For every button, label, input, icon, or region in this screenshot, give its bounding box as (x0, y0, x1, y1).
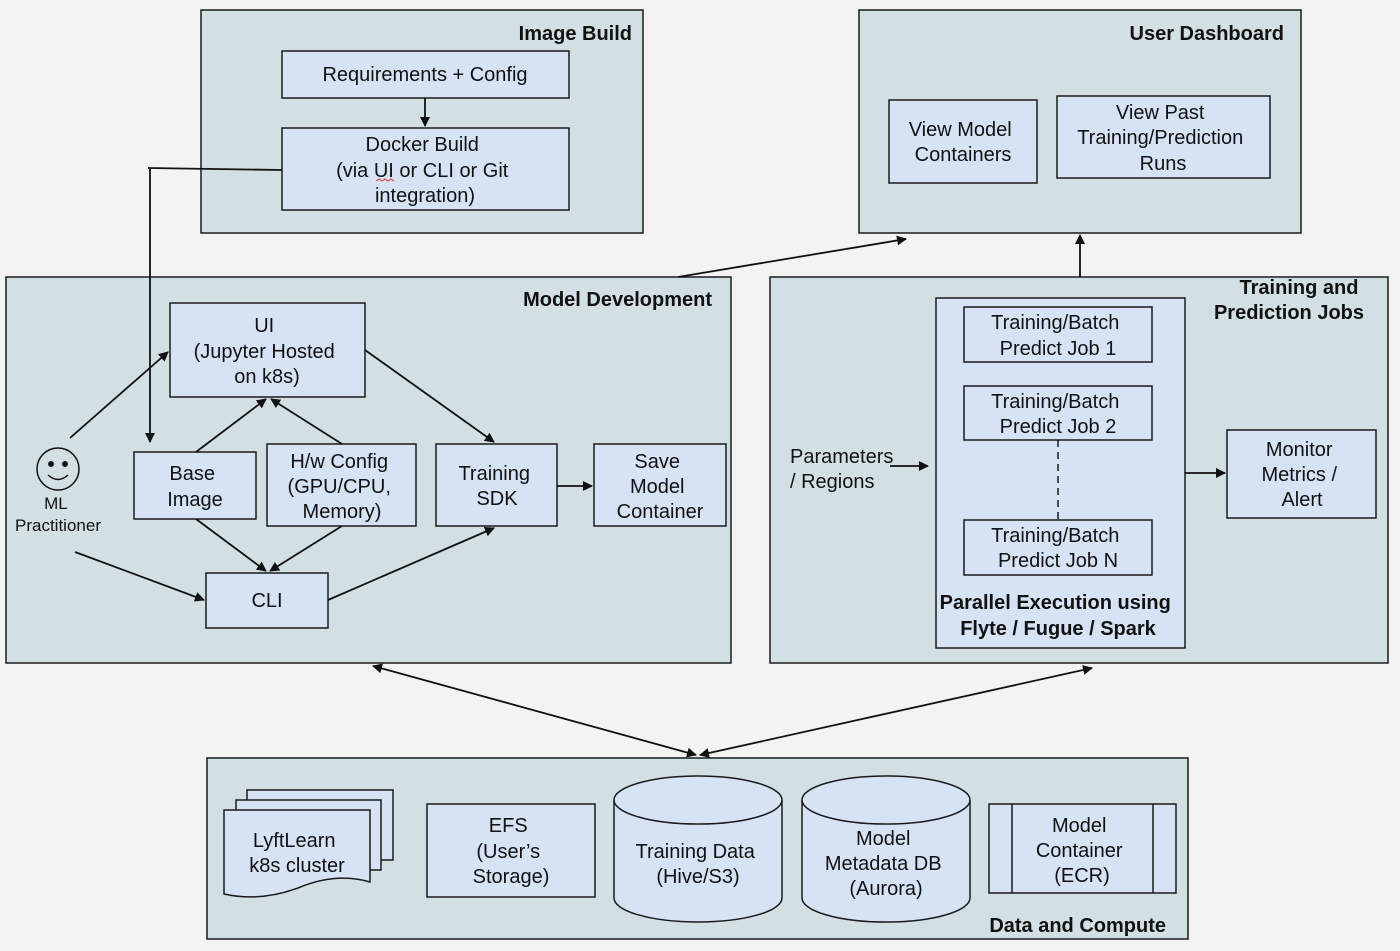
arrow-cli-to-training-sdk (327, 526, 495, 601)
requirements-config-box (281, 50, 570, 99)
hw-config-box (266, 443, 417, 527)
arrow-model-dev-data-bidirectional (372, 663, 697, 758)
arrow-base-image-to-cli (195, 518, 267, 572)
job-2-label: Training/Batch Predict Job 2 (991, 391, 1125, 438)
model-development-title: Model Development (523, 289, 712, 311)
hw-config-label: H/w Config (GPU/CPU, Memory) (288, 451, 397, 523)
base-image-box (133, 451, 257, 520)
save-model-container-box (593, 443, 727, 527)
spellcheck-underline (375, 178, 395, 182)
arrow-practitioner-to-cli (74, 551, 205, 602)
k8s-cluster-stack-icon (223, 789, 394, 898)
requirements-config-label: Requirements + Config (322, 64, 527, 86)
arrow-ui-to-training-sdk (364, 349, 495, 443)
efs-storage-label: EFS (User’s Storage) (473, 815, 550, 888)
training-jobs-title: Training and Prediction Jobs (1214, 277, 1364, 324)
smiley-face-icon (36, 447, 80, 491)
ui-jupyter-box (169, 302, 366, 398)
parameters-regions-label: Parameters / Regions (790, 446, 899, 493)
training-data-cylinder-icon (613, 775, 783, 923)
arrow-base-image-to-ui (195, 398, 267, 453)
metadata-db-cylinder-icon (801, 775, 971, 923)
job-n-box (963, 519, 1153, 576)
container-registry-box (988, 803, 1177, 894)
image-build-title: Image Build (519, 23, 632, 45)
monitor-metrics-label: Monitor Metrics / Alert (1261, 439, 1342, 511)
arrow-practitioner-to-ui (69, 351, 169, 439)
job-1-box (963, 306, 1153, 363)
save-model-container-label: Save Model Container (617, 451, 704, 523)
base-image-label: Base Image (167, 463, 223, 511)
arrow-hw-config-to-ui (270, 398, 343, 445)
cli-label: CLI (251, 590, 282, 612)
data-compute-title: Data and Compute (989, 915, 1166, 937)
monitor-metrics-box (1226, 429, 1377, 519)
ui-jupyter-label: UI (Jupyter Hosted on k8s) (194, 315, 341, 388)
view-model-containers-box (888, 99, 1038, 184)
view-past-runs-label: View Past Training/Prediction Runs (1077, 102, 1249, 175)
k8s-cluster-label: LyftLearn k8s cluster (249, 830, 345, 877)
job-n-label: Training/Batch Predict Job N (991, 525, 1125, 572)
arrow-model-dev-to-dashboard (677, 235, 907, 278)
training-data-label: Training Data (Hive/S3) (636, 841, 761, 888)
metadata-db-label: Model Metadata DB (Aurora) (825, 828, 947, 900)
docker-build-box (281, 127, 570, 211)
user-dashboard-title: User Dashboard (1130, 23, 1285, 45)
arrow-hw-config-to-cli (269, 525, 343, 572)
arrow-jobs-data-bidirectional (699, 665, 1093, 758)
training-sdk-box (435, 443, 558, 527)
ml-practitioner-label: ML Practitioner (15, 494, 101, 535)
container-registry-label: Model Container (ECR) (1036, 815, 1128, 887)
job-1-label: Training/Batch Predict Job 1 (991, 312, 1125, 360)
efs-storage-box (426, 803, 596, 898)
view-model-containers-label: View Model Containers (909, 119, 1018, 166)
training-sdk-label: Training SDK (458, 463, 535, 510)
arrow-docker-to-base-image (145, 167, 283, 443)
cli-box (205, 572, 329, 629)
docker-build-label: Docker Build (via UI or CLI or Git integ… (336, 134, 514, 207)
parallel-execution-label: Parallel Execution using Flyte / Fugue /… (940, 592, 1177, 640)
view-past-runs-box (1056, 95, 1271, 179)
